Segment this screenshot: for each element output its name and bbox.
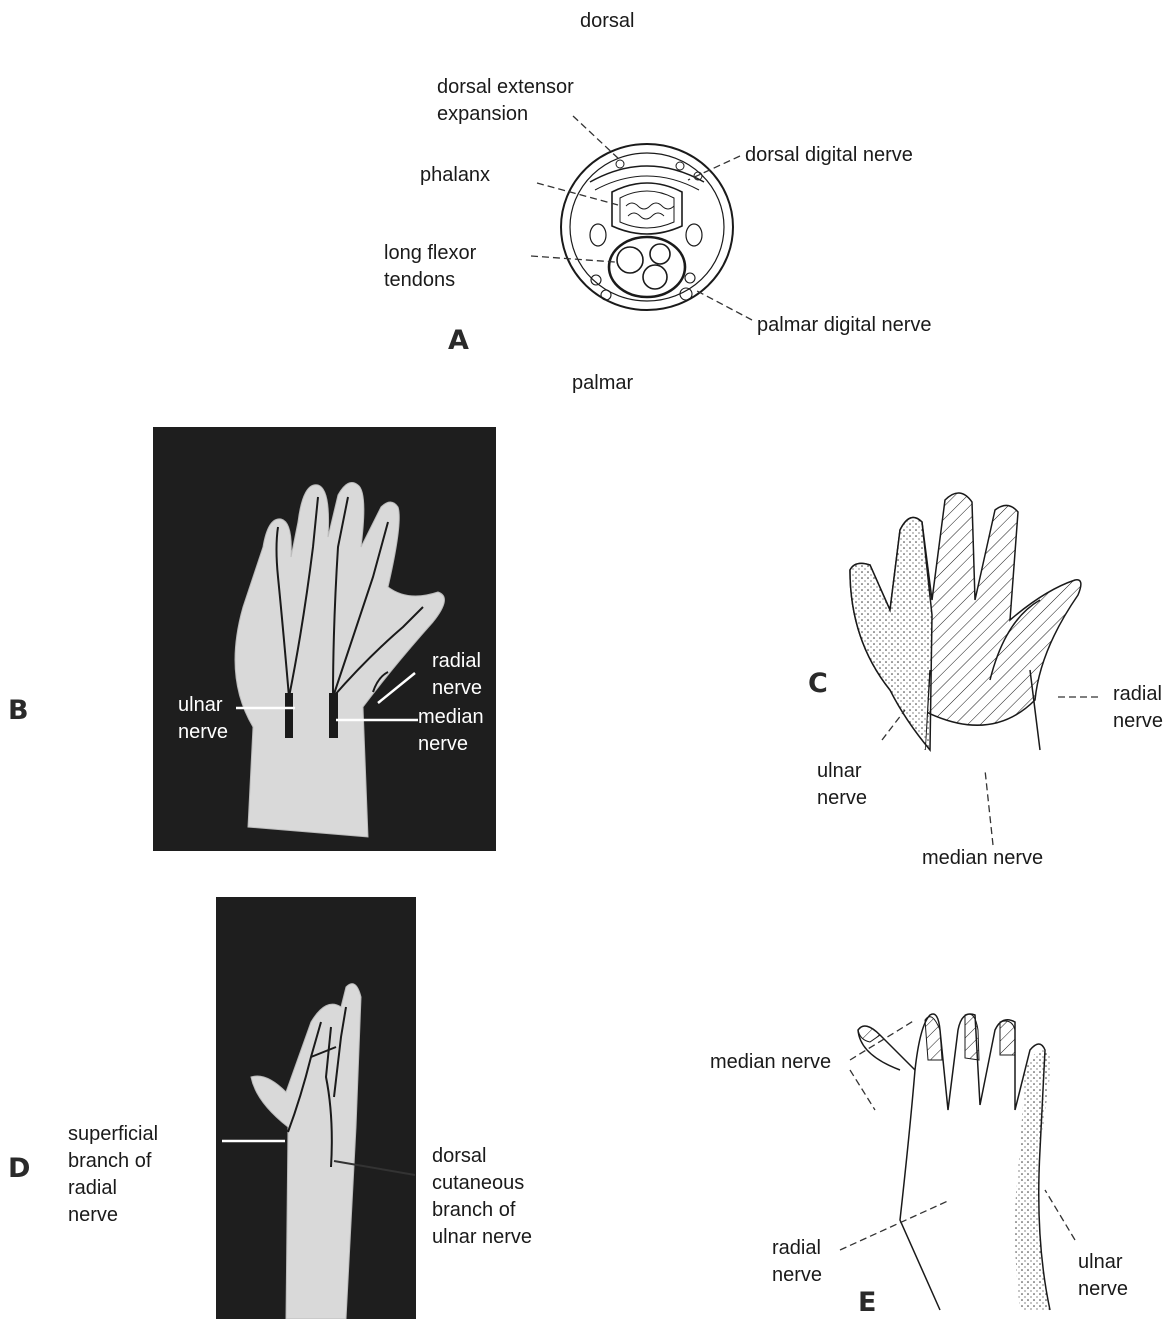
e-radial-nerve-label: radial nerve xyxy=(772,1235,822,1289)
e-ulnar-nerve-label: ulnar nerve xyxy=(1078,1249,1128,1303)
e-median-nerve-label: median nerve xyxy=(710,1049,831,1076)
